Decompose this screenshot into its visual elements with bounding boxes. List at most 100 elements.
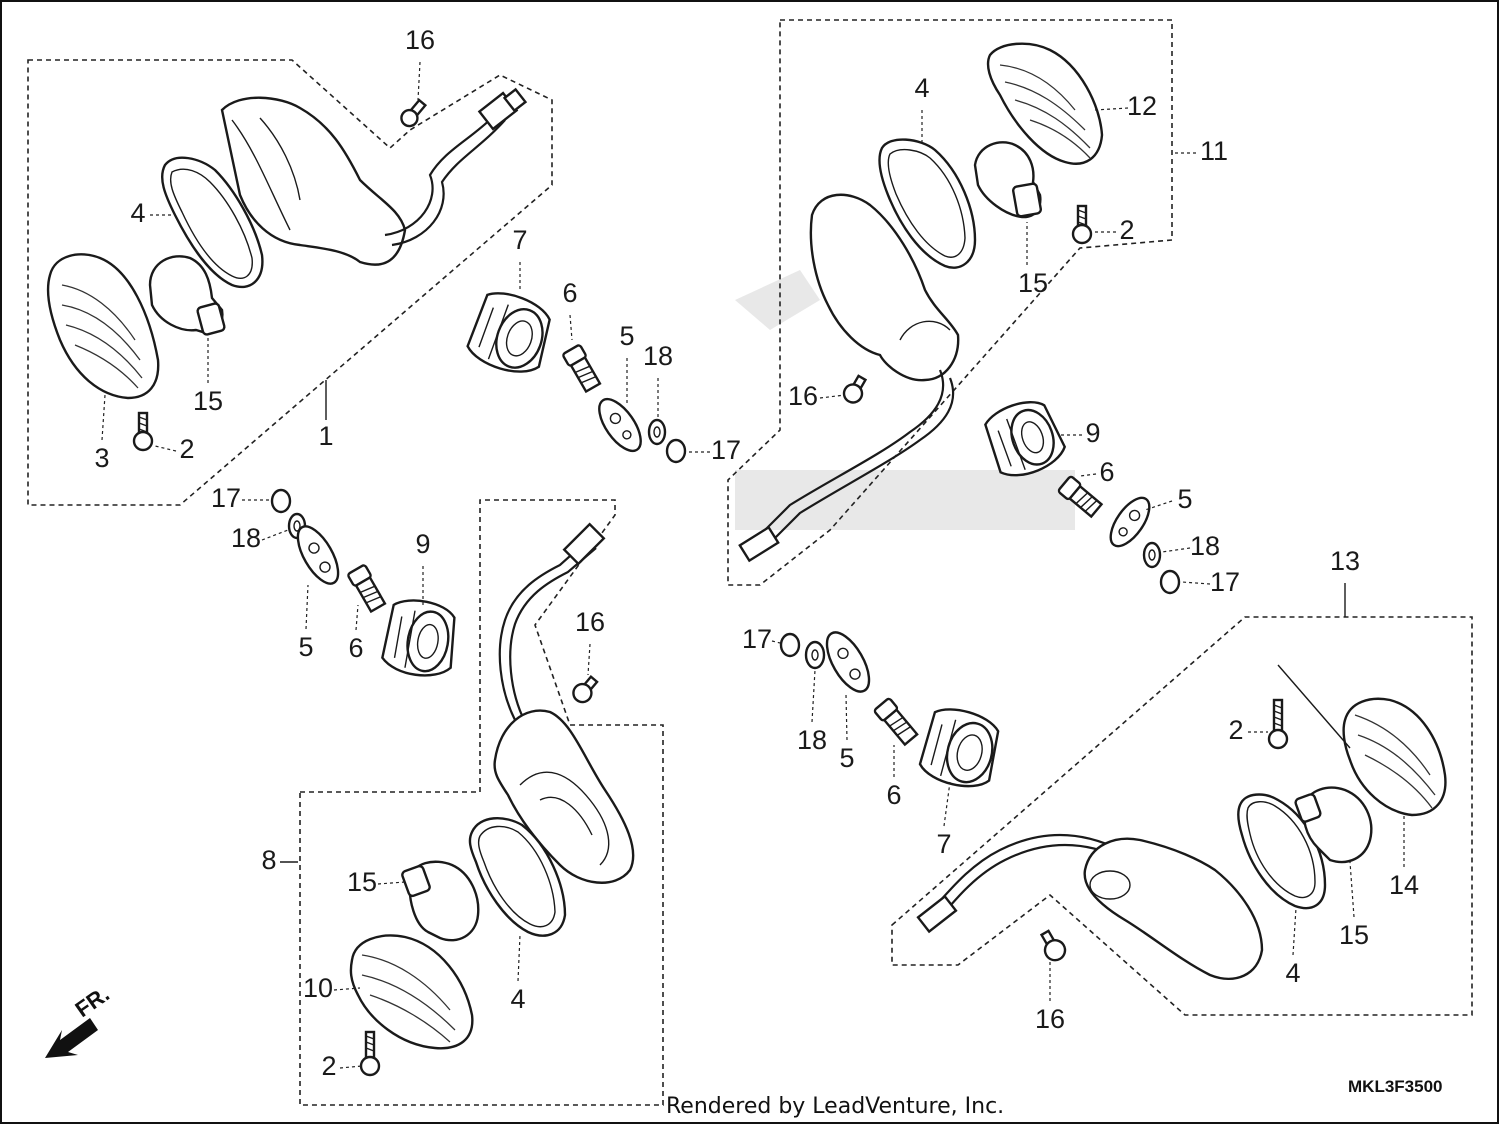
mounting-rubber: [466, 292, 551, 373]
screw: [572, 675, 599, 704]
callout-16: 16: [1035, 1004, 1065, 1034]
nut: [665, 438, 687, 464]
winker-housing: [1083, 837, 1264, 980]
winker-housing: [809, 193, 960, 382]
screw: [132, 411, 154, 452]
callout-15: 15: [1339, 920, 1369, 950]
leader-lines: [101, 61, 1405, 1069]
callout-17: 17: [742, 624, 772, 654]
stay-plate: [1109, 496, 1151, 548]
callout-2: 2: [321, 1051, 336, 1081]
winker-assembly-11: [738, 42, 1104, 563]
mount-bolt: [562, 344, 602, 394]
washer: [804, 640, 826, 670]
callout-4: 4: [1285, 958, 1300, 988]
callout-2: 2: [1228, 715, 1243, 745]
winker-assembly-1: [46, 87, 528, 452]
nut: [1159, 569, 1181, 595]
callout-16: 16: [405, 25, 435, 55]
stay-plate: [296, 525, 340, 585]
callout-1: 1: [318, 421, 333, 451]
callout-10: 10: [303, 973, 333, 1003]
lens-gasket: [1237, 793, 1327, 910]
callout-12: 12: [1127, 91, 1157, 121]
callout-16: 16: [788, 381, 818, 411]
winker-housing: [493, 709, 635, 884]
mounting-rubber: [984, 401, 1067, 477]
nut: [779, 632, 801, 658]
mount-bolt: [1057, 475, 1104, 519]
lens-gasket: [878, 138, 977, 269]
screw: [400, 98, 428, 128]
mount-hardware-right: [984, 401, 1181, 595]
mounting-rubber: [918, 708, 1000, 788]
winker-assembly-8: [349, 522, 635, 1077]
callout-9: 9: [415, 529, 430, 559]
callout-4: 4: [130, 198, 145, 228]
callout-15: 15: [347, 867, 377, 897]
callout-14: 14: [1389, 870, 1419, 900]
mount-bolt: [873, 697, 919, 747]
callout-15: 15: [1018, 268, 1048, 298]
callout-2: 2: [179, 434, 194, 464]
callout-18: 18: [231, 523, 261, 553]
stay-plate: [598, 397, 642, 453]
callout-4: 4: [914, 73, 929, 103]
callout-8: 8: [261, 845, 276, 875]
screw: [1071, 204, 1093, 245]
callout-17: 17: [711, 435, 741, 465]
callout-17: 17: [211, 483, 241, 513]
callout-5: 5: [1177, 484, 1192, 514]
mount-hardware-bottom: [779, 631, 1000, 788]
screw: [1267, 698, 1289, 750]
callout-9: 9: [1085, 418, 1100, 448]
lens-gasket: [468, 817, 567, 937]
callout-11: 11: [1200, 136, 1228, 166]
mount-bolt: [347, 564, 387, 614]
winker-lens: [349, 934, 474, 1050]
screw: [1039, 929, 1067, 962]
lens-gasket: [161, 156, 264, 288]
screw: [842, 374, 868, 404]
washer: [1142, 541, 1162, 569]
wire-connector: [562, 522, 606, 566]
wire-connector: [916, 894, 958, 934]
callout-5: 5: [619, 321, 634, 351]
callout-18: 18: [1190, 531, 1220, 561]
callout-15: 15: [193, 386, 223, 416]
mount-hardware-left: [270, 488, 456, 677]
winker-lens: [986, 42, 1104, 165]
callout-5: 5: [298, 632, 313, 662]
callout-6: 6: [348, 633, 363, 663]
winker-lens: [46, 253, 160, 400]
wire-connector: [738, 525, 780, 563]
screw: [359, 1030, 381, 1077]
front-direction-arrow: FR.: [45, 981, 114, 1058]
callout-18: 18: [643, 341, 673, 371]
callout-7: 7: [936, 829, 951, 859]
stay-plate: [825, 631, 871, 693]
callout-18: 18: [797, 725, 827, 755]
mount-hardware-top: [466, 292, 687, 464]
nut: [270, 488, 292, 514]
winker-assembly-13: [916, 664, 1447, 980]
callout-5: 5: [839, 743, 854, 773]
callout-17: 17: [1210, 567, 1240, 597]
footer-credit: Rendered by LeadVenture, Inc.: [666, 1094, 1004, 1119]
callout-3: 3: [94, 443, 109, 473]
washer: [647, 418, 667, 446]
callout-16: 16: [575, 607, 605, 637]
callout-6: 6: [562, 278, 577, 308]
callout-7: 7: [512, 225, 527, 255]
callout-13: 13: [1330, 546, 1360, 576]
bulb: [1302, 786, 1373, 864]
callout-6: 6: [886, 780, 901, 810]
winker-lens: [1342, 697, 1447, 817]
callout-4: 4: [510, 984, 525, 1014]
mounting-rubber: [381, 599, 456, 677]
callout-6: 6: [1099, 457, 1114, 487]
front-marker-label: FR.: [71, 981, 114, 1022]
